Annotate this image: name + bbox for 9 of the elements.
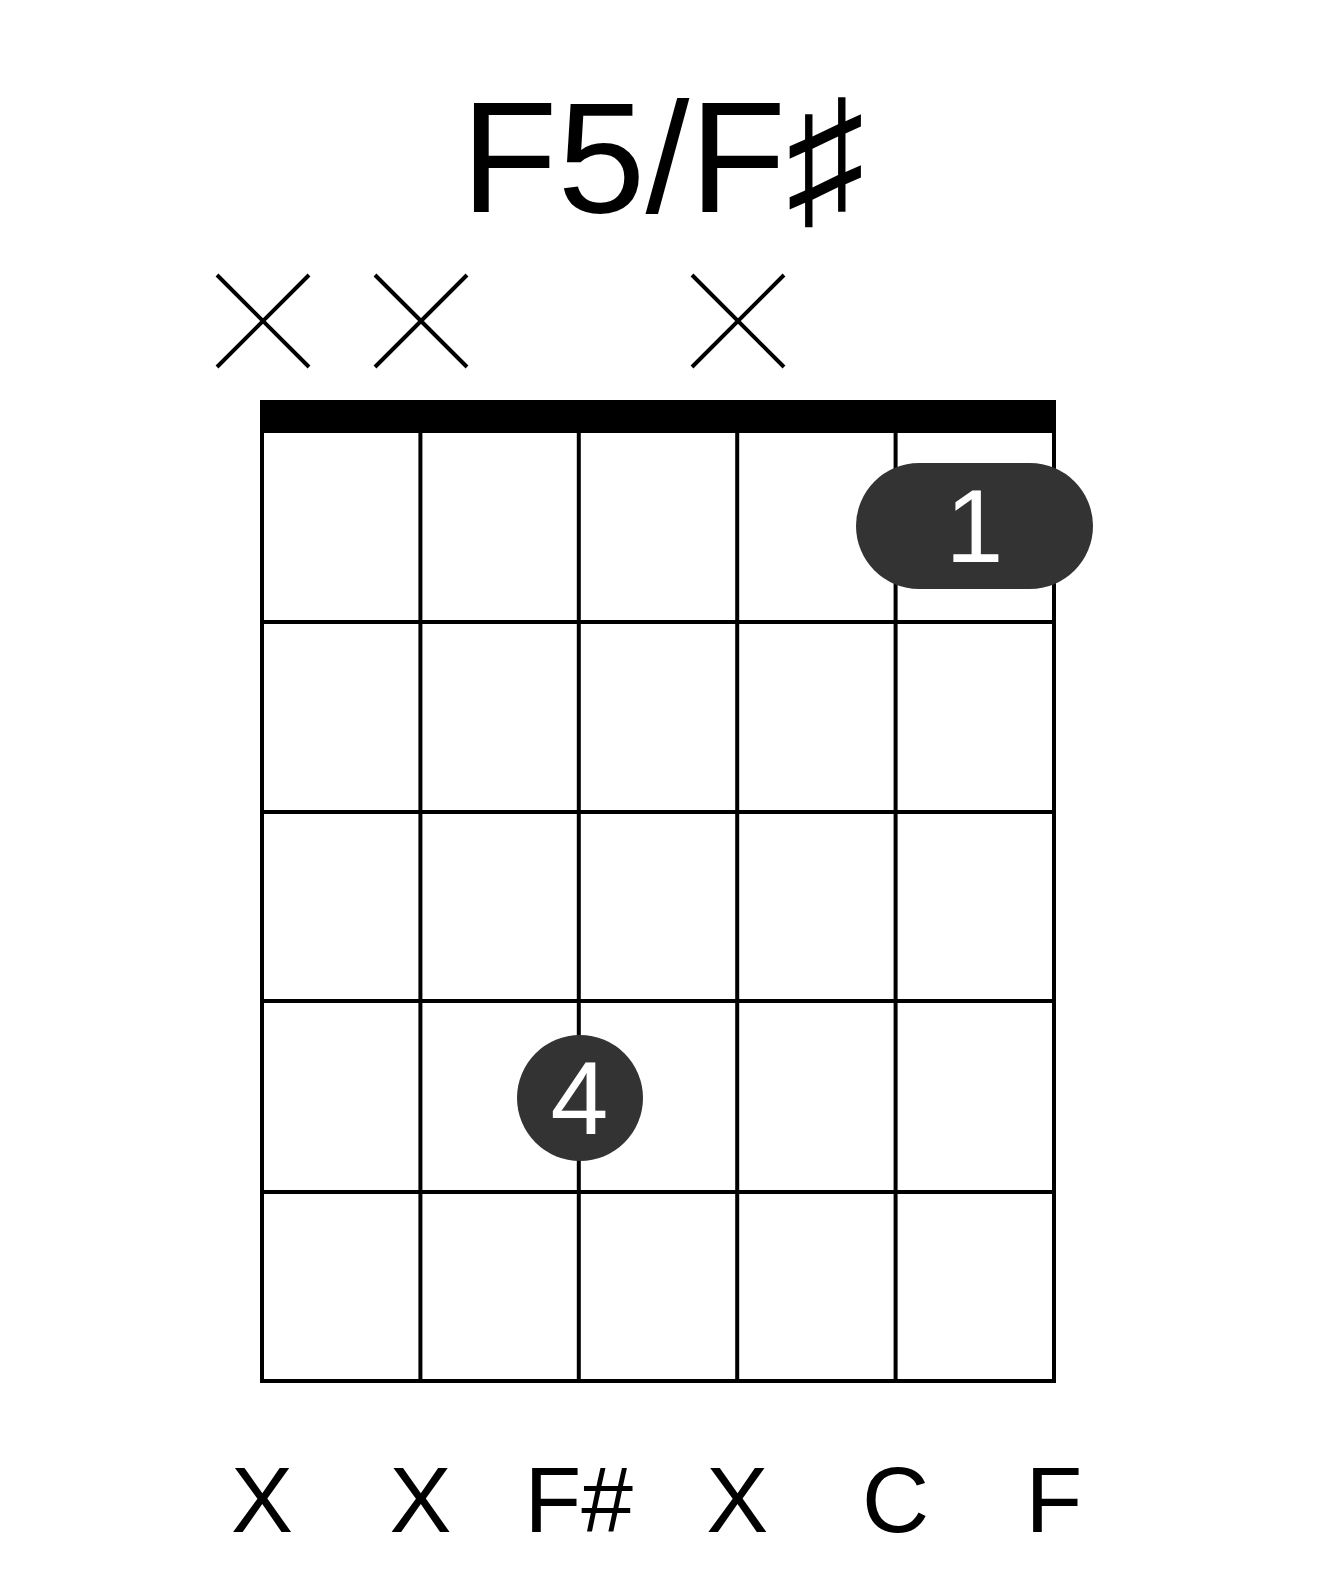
string-note-label: C [862,1454,930,1547]
finger-dot: 4 [516,1034,643,1161]
finger-barre: 1 [856,463,1093,589]
string-note-label: F# [524,1454,634,1547]
chord-title: F5/F♯ [461,78,865,236]
string-note-label: F [1025,1454,1083,1547]
string-note-label: X [389,1454,452,1547]
string-note-label: X [706,1454,769,1547]
string-note-label: X [231,1454,293,1547]
